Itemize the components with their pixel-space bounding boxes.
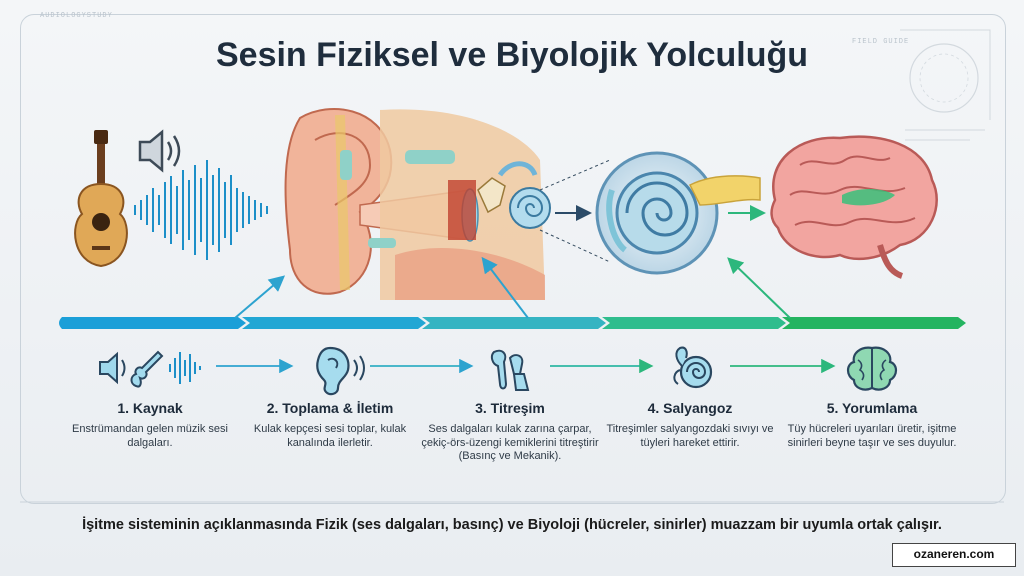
step-1: 1. Kaynak Enstrümandan gelen müzik sesi … [60, 340, 240, 450]
corner-label-right: FIELD GUIDE [852, 38, 910, 46]
ear-anatomy-illustration [284, 107, 551, 301]
step-1-title: 1. Kaynak [117, 400, 183, 416]
step-2-title: 2. Toplama & İletim [266, 400, 394, 416]
zoom-lines [539, 159, 611, 263]
step-4: 4. Salyangoz Titreşimler salyangozdaki s… [600, 340, 780, 450]
progress-band [59, 317, 966, 329]
site-watermark[interactable]: ozaneren.com [892, 543, 1016, 567]
step-5-title: 5. Yorumlama [826, 400, 918, 416]
corner-label-left: AUDIOLOGYSTUDY [40, 12, 113, 20]
guitar-icon [74, 130, 128, 268]
step-3-title: 3. Titreşim [475, 400, 545, 416]
speaker-icon [138, 129, 181, 173]
brain-illustration [770, 135, 938, 279]
cochlea-icon [673, 346, 713, 389]
pointer-arrow-2 [481, 256, 529, 319]
step-5: 5. Yorumlama Tüy hücreleri uyarıları üre… [782, 340, 962, 450]
pointer-arrow-1 [234, 275, 286, 319]
step-3-desc: Ses dalgaları kulak zarına çarpar, çekiç… [421, 423, 599, 462]
step-2-desc: Kulak kepçesi sesi toplar, kulak kanalın… [253, 423, 407, 449]
sound-wave-graphic [134, 160, 268, 260]
step-3: 3. Titreşim Ses dalgaları kulak zarına ç… [420, 340, 600, 464]
speaker-guitar-wave-icon [99, 350, 201, 388]
hud-decoration [900, 29, 991, 141]
footer-summary: İşitme sisteminin açıklanmasında Fizik (… [82, 517, 942, 533]
step-1-desc: Enstrümandan gelen müzik sesi dalgaları. [72, 423, 228, 449]
ossicles-icon [490, 349, 530, 391]
step-2: 2. Toplama & İletim Kulak kepçesi sesi t… [240, 340, 420, 450]
step-4-title: 4. Salyangoz [647, 400, 733, 416]
page-title: Sesin Fiziksel ve Biyolojik Yolculuğu [215, 36, 809, 74]
step-4-desc: Titreşimler salyangozdaki sıvıyı ve tüyl… [606, 423, 774, 449]
ear-sound-icon [316, 346, 365, 396]
step-5-desc: Tüy hücreleri uyarıları üretir, işitme s… [787, 423, 957, 449]
pointer-arrow-3 [727, 257, 791, 319]
frame-border [20, 14, 1006, 504]
brain-icon [846, 346, 898, 391]
cochlea-magnified-illustration [595, 151, 761, 275]
